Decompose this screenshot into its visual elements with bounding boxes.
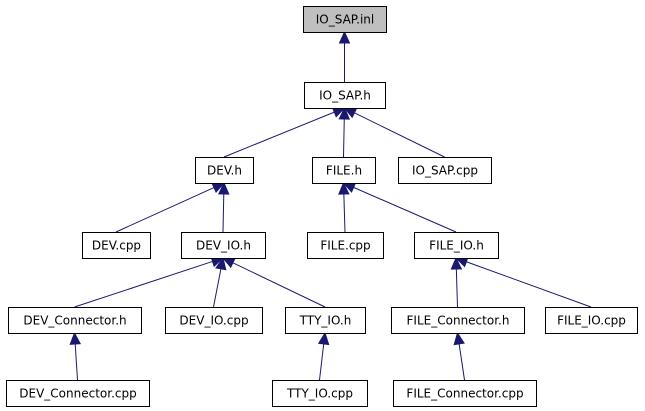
node-box — [272, 380, 368, 407]
node-box — [545, 307, 638, 334]
node-file-connector-h[interactable]: FILE_Connector.h — [391, 307, 525, 334]
edge-file_connector_cpp-to-file_connector_h — [453, 331, 465, 381]
node-box — [165, 307, 263, 334]
node-dev-h[interactable]: DEV.h — [195, 157, 254, 184]
node-label: FILE_IO.h — [429, 239, 484, 253]
node-label: FILE_IO.cpp — [557, 314, 626, 328]
node-label: IO_SAP.h — [319, 89, 371, 103]
node-file-io-cpp[interactable]: FILE_IO.cpp — [545, 307, 638, 334]
edge-line — [353, 186, 457, 233]
node-label: DEV_IO.cpp — [179, 314, 248, 328]
node-label: DEV_IO.h — [196, 239, 251, 253]
edge-file_io_h-to-file_h — [342, 182, 457, 233]
node-box — [6, 380, 150, 407]
node-box — [82, 232, 151, 259]
node-label: IO_SAP.inl — [316, 13, 375, 27]
node-file-h[interactable]: FILE.h — [312, 157, 376, 184]
node-box — [414, 232, 499, 259]
node-label: FILE.h — [326, 164, 362, 178]
node-dev-io-h[interactable]: DEV_IO.h — [181, 232, 266, 259]
node-io-sap-cpp[interactable]: IO_SAP.cpp — [398, 157, 492, 184]
edge-line — [115, 187, 215, 233]
edge-tty_io_cpp-to-tty_io_h — [317, 331, 330, 381]
arrowhead-icon — [217, 181, 230, 195]
node-box — [8, 307, 142, 334]
graph-edges — [69, 30, 592, 381]
arrowhead-icon — [69, 331, 81, 345]
node-label: DEV_Connector.h — [23, 314, 126, 328]
node-dev-connector-h[interactable]: DEV_Connector.h — [8, 307, 142, 334]
arrowhead-icon — [317, 331, 330, 346]
node-label: TTY_IO.h — [299, 314, 352, 328]
node-dev-connector-cpp[interactable]: DEV_Connector.cpp — [6, 380, 150, 407]
node-box — [312, 157, 376, 184]
node-box — [304, 82, 386, 109]
node-box — [307, 232, 384, 259]
edge-line — [343, 118, 345, 158]
node-label: FILE_Connector.cpp — [406, 387, 523, 401]
edge-file_cpp-to-file_h — [338, 181, 350, 233]
arrowhead-icon — [338, 30, 351, 44]
node-tty-io-cpp[interactable]: TTY_IO.cpp — [272, 380, 368, 407]
node-label: TTY_IO.cpp — [286, 387, 353, 401]
node-box — [195, 157, 254, 184]
edge-line — [213, 268, 222, 308]
arrowhead-icon — [450, 256, 463, 270]
node-label: FILE.cpp — [320, 239, 370, 253]
node-box — [391, 307, 525, 334]
edge-line — [455, 268, 458, 308]
edge-dev_h-to-io_sap_h — [223, 106, 346, 158]
edge-dev_io_cpp-to-dev_io_h — [213, 256, 227, 308]
edge-file_h-to-io_sap_h — [338, 106, 351, 158]
edge-line — [232, 262, 326, 308]
edge-dev_connector_cpp-to-dev_connector_h — [69, 331, 81, 381]
edge-io_sap_cpp-to-io_sap_h — [343, 107, 445, 158]
edge-line — [466, 261, 592, 308]
edge-line — [319, 343, 325, 381]
arrowhead-icon — [338, 106, 351, 120]
edge-line — [222, 193, 225, 233]
node-box — [181, 232, 266, 259]
node-box — [398, 157, 492, 184]
edge-dev_connector_h-to-dev_io_h — [74, 256, 225, 308]
edge-io_sap_h-to-io_sap_inl — [338, 30, 351, 82]
node-file-io-h[interactable]: FILE_IO.h — [414, 232, 499, 259]
arrowhead-icon — [338, 181, 350, 195]
node-io-sap-h[interactable]: IO_SAP.h — [304, 82, 386, 109]
edge-dev_cpp-to-dev_h — [115, 182, 226, 233]
node-label: FILE_Connector.h — [407, 314, 510, 328]
node-label: DEV_Connector.cpp — [19, 387, 136, 401]
node-label: IO_SAP.cpp — [412, 164, 478, 178]
node-dev-io-cpp[interactable]: DEV_IO.cpp — [165, 307, 263, 334]
node-file-cpp[interactable]: FILE.cpp — [307, 232, 384, 259]
edge-line — [458, 343, 465, 381]
node-tty-io-h[interactable]: TTY_IO.h — [285, 307, 366, 334]
edge-line — [223, 111, 335, 158]
node-box — [303, 6, 387, 33]
edge-file_io_cpp-to-file_io_h — [454, 256, 592, 308]
edge-line — [354, 112, 445, 158]
edge-file_connector_h-to-file_io_h — [450, 256, 463, 308]
edge-line — [74, 260, 213, 308]
node-box — [285, 307, 366, 334]
arrowhead-icon — [453, 331, 465, 346]
node-label: DEV.h — [207, 164, 242, 178]
node-dev-cpp[interactable]: DEV.cpp — [82, 232, 151, 259]
edge-line — [74, 343, 78, 381]
edge-line — [343, 193, 346, 233]
edge-dev_io_h-to-dev_h — [217, 181, 230, 233]
node-label: DEV.cpp — [92, 239, 141, 253]
node-box — [393, 380, 537, 407]
node-io-sap-inl: IO_SAP.inl — [303, 6, 387, 33]
node-file-connector-cpp[interactable]: FILE_Connector.cpp — [393, 380, 537, 407]
edge-tty_io_h-to-dev_io_h — [221, 257, 326, 308]
arrowhead-icon — [215, 256, 227, 271]
